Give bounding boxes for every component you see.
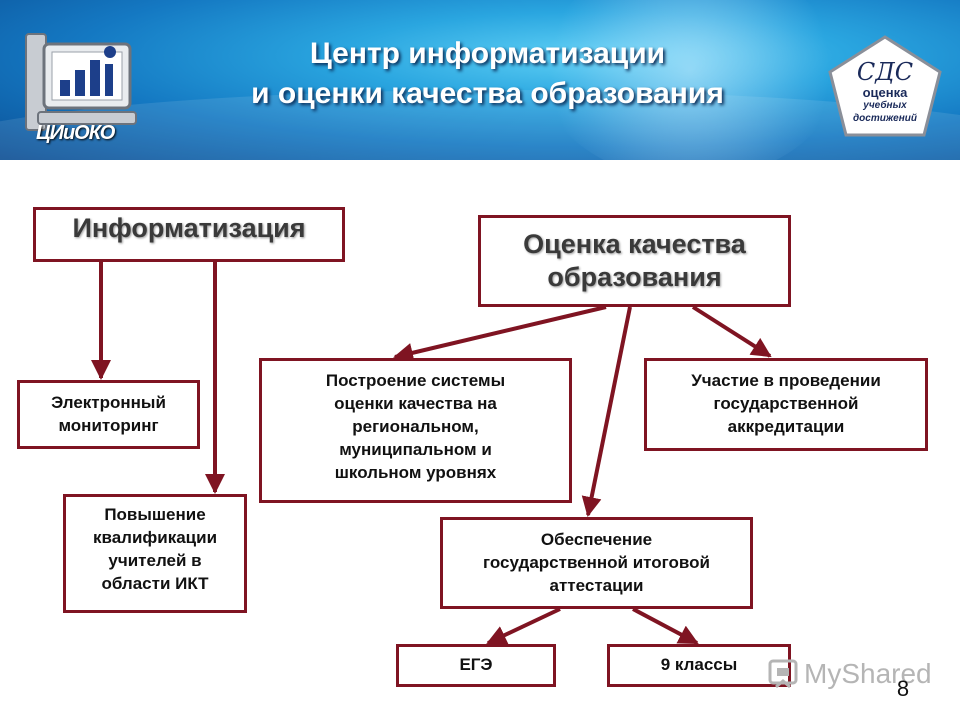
title-line-1: Центр информатизации	[309, 37, 666, 70]
cdc-caption-line-1: оценка	[862, 85, 908, 100]
node-building: Построение системы оценки качества на ре…	[259, 358, 572, 503]
node-qualification: Повышение квалификации учителей в област…	[63, 494, 247, 613]
node-informatization: Информатизация	[33, 207, 345, 262]
node-qualification-line-1: Повышение	[104, 505, 206, 524]
page-number: 8	[896, 676, 910, 701]
node-monitoring-line-2: мониторинг	[58, 416, 159, 435]
node-building-line-4: муниципальном и	[339, 440, 492, 459]
node-certification-line-3: аттестации	[549, 576, 644, 595]
node-building-line-1: Построение системы	[325, 371, 506, 390]
node-quality-line-1: Оценка качества	[523, 229, 746, 259]
node-building-line-5: школьном уровнях	[334, 463, 497, 482]
node-grade9-text: 9 классы	[660, 655, 738, 674]
node-qualification-line-4: области ИКТ	[101, 574, 209, 593]
edge-certification-ege	[486, 607, 561, 645]
node-quality-line-2: образования	[547, 262, 722, 292]
ciuoko-logo-icon	[25, 33, 137, 131]
cdc-logo-name: СДС	[856, 58, 914, 86]
node-building-line-2: оценки качества на	[334, 394, 497, 413]
myshared-watermark: MyShared	[766, 654, 932, 694]
title-line-2: и оценки качества образования	[251, 77, 724, 110]
cdc-logo-caption: оценка учебных достижений	[826, 86, 944, 125]
node-monitoring: Электронный мониторинг	[17, 380, 200, 449]
node-quality: Оценка качества образования	[478, 215, 791, 307]
myshared-icon	[768, 659, 798, 689]
cdc-caption-line-2: учебных	[863, 100, 907, 111]
edge-certification-grade9	[632, 607, 699, 645]
ciuoko-logo-text: ЦИиОКО	[36, 122, 115, 144]
node-monitoring-line-1: Электронный	[51, 393, 166, 412]
node-grade9: 9 классы	[607, 644, 791, 687]
node-certification: Обеспечение государственной итоговой атт…	[440, 517, 753, 609]
node-accreditation: Участие в проведении государственной акк…	[644, 358, 928, 451]
edge-quality-accreditation	[691, 305, 772, 358]
header-banner	[0, 0, 960, 160]
node-qualification-line-3: учителей в	[108, 551, 202, 570]
cdc-logo-icon	[828, 35, 942, 137]
node-accreditation-line-1: Участие в проведении	[691, 371, 881, 390]
node-building-line-3: региональном,	[352, 417, 479, 436]
node-accreditation-line-2: государственной	[713, 394, 859, 413]
node-informatization-text: Информатизация	[72, 213, 306, 243]
node-ege-text: ЕГЭ	[459, 655, 493, 674]
page-title: Центр информатизации и оценки качества о…	[200, 34, 775, 114]
cdc-caption-line-3: достижений	[852, 113, 918, 124]
myshared-text: MyShared	[804, 658, 932, 689]
node-certification-line-2: государственной итоговой	[483, 553, 710, 572]
node-certification-line-1: Обеспечение	[540, 530, 653, 549]
node-ege: ЕГЭ	[396, 644, 556, 687]
node-qualification-line-2: квалификации	[92, 528, 218, 547]
banner-glow	[540, 0, 840, 160]
edge-quality-certification	[581, 306, 632, 517]
edge-quality-building	[393, 305, 607, 363]
node-accreditation-line-3: аккредитации	[727, 417, 845, 436]
